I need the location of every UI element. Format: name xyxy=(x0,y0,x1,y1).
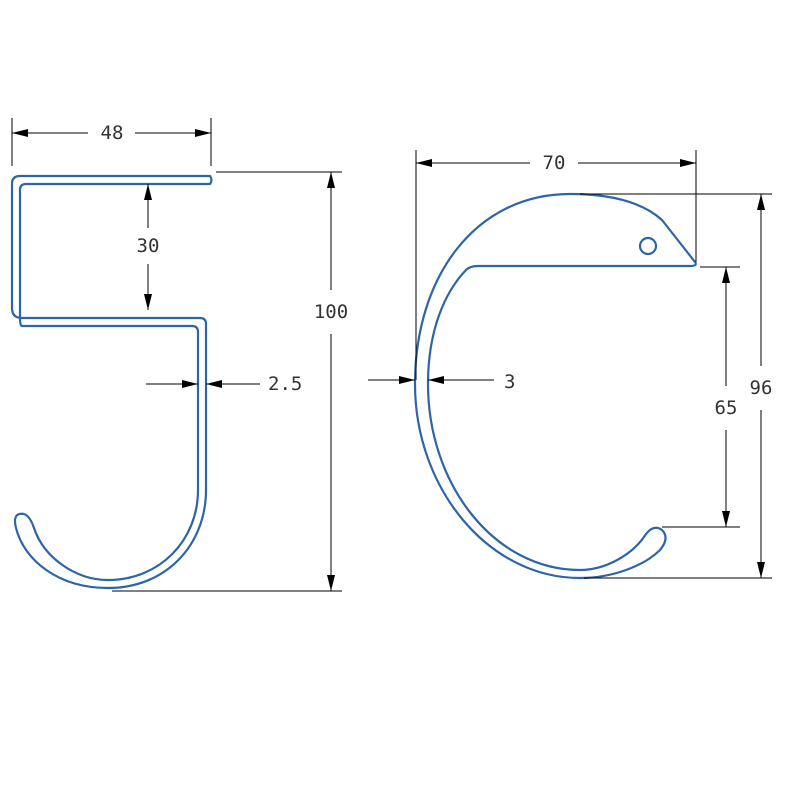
dimension-thickness-3: 3 xyxy=(368,371,515,393)
hanging-hole xyxy=(638,236,658,256)
dimension-overall-width-70: 70 xyxy=(415,150,697,380)
dimension-top-width-48: 48 xyxy=(11,118,212,166)
dimension-label-3: 3 xyxy=(504,371,515,393)
left-hook xyxy=(10,174,213,590)
dimension-overall-height-100: 100 xyxy=(112,171,348,592)
dimension-opening-height-65: 65 xyxy=(662,266,740,528)
dimension-thickness-2-5: 2.5 xyxy=(146,373,302,395)
right-hook-outline xyxy=(413,192,697,580)
dimension-inner-gap-30: 30 xyxy=(137,184,160,310)
dimension-label-96: 96 xyxy=(750,377,773,399)
right-hook xyxy=(413,192,697,580)
dimension-label-70: 70 xyxy=(543,152,566,174)
dimension-label-100: 100 xyxy=(314,301,348,323)
dimension-label-48: 48 xyxy=(101,122,124,144)
left-hook-outline xyxy=(10,174,213,590)
dimension-label-65: 65 xyxy=(715,397,738,419)
dimension-label-30: 30 xyxy=(137,235,160,257)
dimension-overall-height-96: 96 xyxy=(580,193,773,579)
dimension-label-2-5: 2.5 xyxy=(268,373,302,395)
